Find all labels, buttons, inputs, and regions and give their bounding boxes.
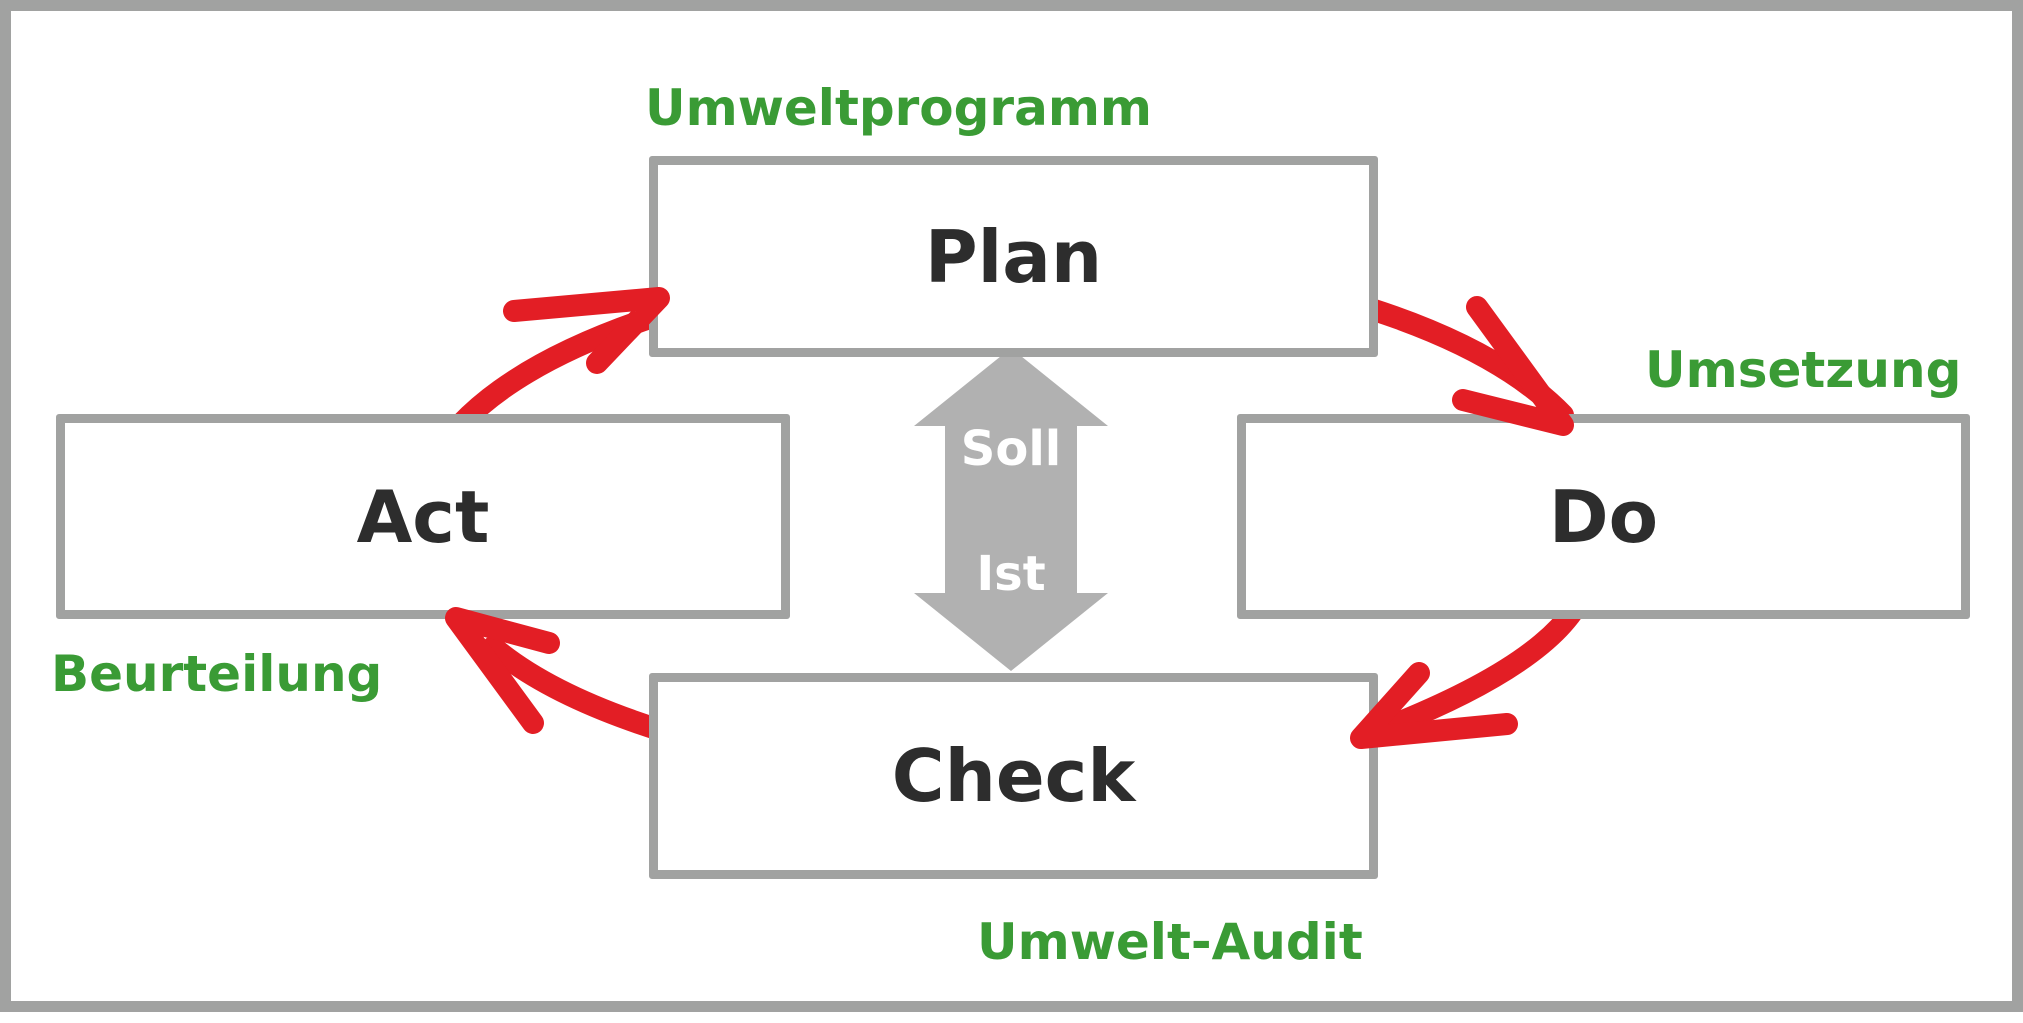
act-box: Act bbox=[56, 414, 790, 619]
arrowhead-do-to-check bbox=[1350, 662, 1518, 749]
do-box: Do bbox=[1237, 414, 1970, 619]
umweltprogramm-label: Umweltprogramm bbox=[645, 79, 1153, 137]
arrowhead-plan-to-do bbox=[1452, 296, 1574, 436]
act-label: Act bbox=[356, 474, 490, 559]
soll-ist-double-arrow bbox=[914, 348, 1108, 671]
cycle-arrowheads bbox=[445, 287, 1574, 749]
check-label: Check bbox=[891, 734, 1136, 818]
beurteilung-label: Beurteilung bbox=[51, 645, 383, 703]
plan-box: Plan bbox=[649, 156, 1378, 357]
plan-label: Plan bbox=[924, 214, 1103, 299]
soll-label: Soll bbox=[960, 421, 1062, 477]
do-label: Do bbox=[1548, 474, 1659, 559]
check-box: Check bbox=[649, 673, 1378, 879]
ist-label: Ist bbox=[976, 546, 1046, 602]
umwelt-audit-label: Umwelt-Audit bbox=[977, 913, 1363, 971]
arrowhead-act-to-plan bbox=[503, 287, 670, 374]
arrowhead-check-to-act bbox=[445, 607, 560, 734]
umsetzung-label: Umsetzung bbox=[1645, 341, 1962, 399]
arrow-do-to-check bbox=[1372, 600, 1584, 740]
arrow-check-to-act bbox=[482, 636, 674, 742]
